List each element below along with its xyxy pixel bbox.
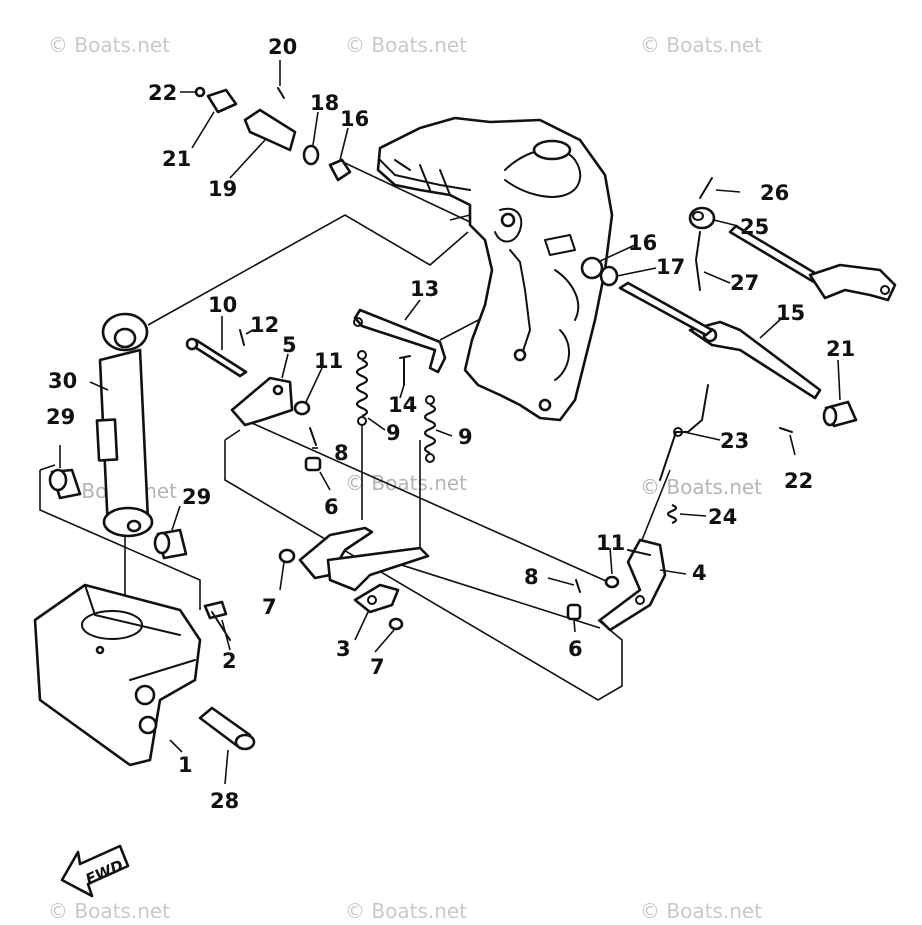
callout-30: 30 [48, 369, 77, 393]
shaft-rod [618, 224, 897, 337]
screw-22-right [779, 427, 793, 433]
watermark-top-left: © Boats.net [48, 33, 170, 57]
callout-14: 14 [388, 393, 417, 417]
callout-5: 5 [282, 333, 297, 357]
washer-17 [599, 265, 619, 287]
bushing-25 [688, 206, 716, 230]
lever-5 [230, 376, 294, 427]
callout-22-top: 22 [148, 81, 177, 105]
spring-9-left [355, 350, 369, 426]
callout-10: 10 [208, 293, 237, 317]
watermark-bottom-center: © Boats.net [345, 899, 467, 923]
callout-9-left: 9 [386, 421, 401, 445]
callout-26: 26 [760, 181, 789, 205]
callout-7-left: 7 [262, 595, 277, 619]
callout-29-right: 29 [182, 485, 211, 509]
callout-11-right: 11 [596, 531, 625, 555]
lever-3-assembly [298, 526, 430, 614]
callout-8-right: 8 [524, 565, 539, 589]
clip-27 [695, 231, 701, 291]
callout-21-top: 21 [162, 147, 191, 171]
callout-15: 15 [776, 301, 805, 325]
pin-10 [185, 337, 248, 378]
rod-23 [659, 384, 709, 481]
bushing-left [48, 468, 82, 500]
callout-27: 27 [730, 271, 759, 295]
callout-6-right: 6 [568, 637, 583, 661]
swivel-bracket-housing [376, 116, 614, 422]
callout-4: 4 [692, 561, 707, 585]
screw-22-top [194, 86, 206, 98]
bolt-6-right [566, 603, 582, 621]
bracket-13 [353, 308, 447, 374]
pin-8-right [575, 579, 581, 593]
callout-8-left: 8 [334, 441, 349, 465]
bushing-16-right [580, 256, 604, 280]
pin-8-left [309, 427, 317, 446]
cap-21-right [822, 400, 858, 428]
washer-11-left [293, 400, 311, 416]
watermark-mid-right: © Boats.net [640, 475, 762, 499]
bolt-2 [203, 600, 231, 641]
watermark-top-right: © Boats.net [640, 33, 762, 57]
callout-6-left: 6 [324, 495, 339, 519]
fwd-arrow: FWD [60, 844, 130, 898]
callout-17: 17 [656, 255, 685, 279]
callout-29-left: 29 [46, 405, 75, 429]
lever-19 [243, 108, 297, 152]
watermark-bottom-right: © Boats.net [640, 899, 762, 923]
bolt-6-left [304, 456, 322, 472]
cap-21-top [206, 88, 238, 114]
callout-3: 3 [336, 637, 351, 661]
tilt-pin [198, 706, 256, 751]
callout-16-right: 16 [628, 231, 657, 255]
damper-cylinder [95, 312, 154, 538]
pin-26 [699, 177, 713, 199]
washer-11-right [604, 575, 620, 589]
callout-22-right: 22 [784, 469, 813, 493]
spring-9-right [423, 395, 437, 463]
callout-1: 1 [178, 753, 193, 777]
callout-9-right: 9 [458, 425, 473, 449]
washer-7-right [388, 617, 404, 631]
washer-18 [302, 144, 320, 166]
callout-24: 24 [708, 505, 737, 529]
callout-28: 28 [210, 789, 239, 813]
watermark-bottom-left: © Boats.net [48, 899, 170, 923]
callout-11-left: 11 [314, 349, 343, 373]
pin-12 [239, 329, 245, 346]
lever-4 [598, 538, 667, 632]
callout-25: 25 [740, 215, 769, 239]
washer-7-left [278, 548, 296, 564]
spring-24 [666, 503, 678, 525]
callout-18: 18 [310, 91, 339, 115]
bushing-16-top [328, 158, 352, 182]
callout-20: 20 [268, 35, 297, 59]
screw-14 [399, 355, 411, 386]
callout-19: 19 [208, 177, 237, 201]
bushing-right [153, 528, 188, 560]
lower-bracket [33, 583, 202, 767]
callout-7-right: 7 [370, 655, 385, 679]
callout-23: 23 [720, 429, 749, 453]
callout-21-right: 21 [826, 337, 855, 361]
callout-13: 13 [410, 277, 439, 301]
screw-20 [277, 87, 285, 99]
callout-16-top: 16 [340, 107, 369, 131]
callout-2: 2 [222, 649, 237, 673]
lever-15 [688, 320, 822, 400]
callout-numbers: 1 2 3 4 5 6 6 7 7 8 8 9 9 10 11 11 12 13… [46, 35, 855, 813]
leader-lines [59, 60, 841, 785]
callout-12: 12 [250, 313, 279, 337]
watermark-top-center: © Boats.net [345, 33, 467, 57]
